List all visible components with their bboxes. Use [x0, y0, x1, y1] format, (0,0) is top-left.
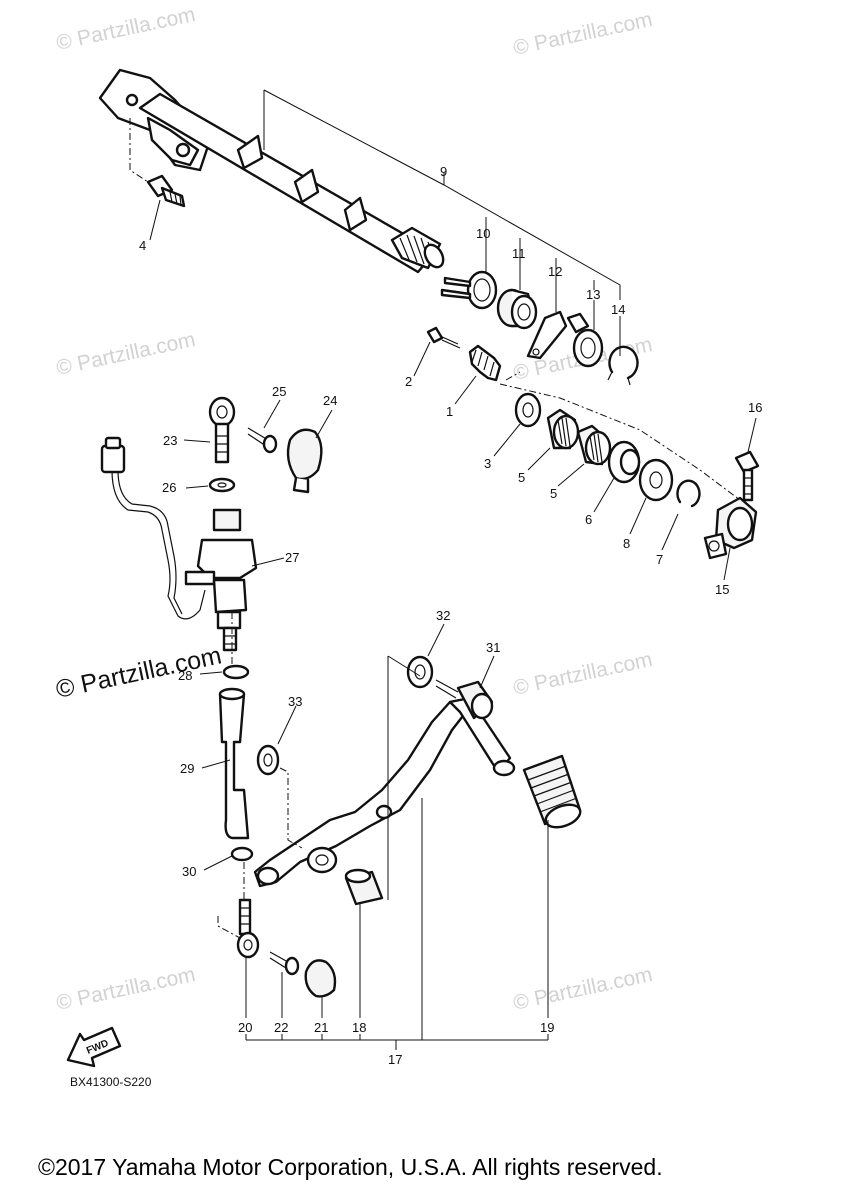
- label-part-31: 31: [486, 640, 500, 655]
- part-labels: 2 1 3 4 5 5 6 7 8 9 10 11 12 13 14 15 16…: [139, 164, 762, 1067]
- label-part-11: 11: [512, 246, 526, 261]
- label-part-3: 3: [484, 456, 491, 471]
- copyright-notice: ©2017 Yamaha Motor Corporation, U.S.A. A…: [38, 1154, 663, 1180]
- bearing-part-5b: [576, 424, 612, 466]
- label-part-21: 21: [314, 1020, 328, 1035]
- label-part-25: 25: [272, 384, 286, 399]
- bearing-part-5a: [546, 408, 580, 450]
- nut-part-30: [230, 846, 254, 862]
- label-part-1: 1: [446, 404, 453, 419]
- label-part-8: 8: [623, 536, 630, 551]
- watermark-layer: © Partzilla.com © Partzilla.com © Partzi…: [53, 3, 654, 1015]
- washer-part-33: [256, 744, 280, 776]
- rubber-part-19: [522, 754, 582, 829]
- bolt-part-25: [247, 427, 278, 454]
- label-part-14: 14: [611, 302, 625, 317]
- rod-end-part-20: [236, 898, 260, 959]
- label-part-30: 30: [182, 864, 196, 879]
- rod-part-29: [218, 687, 250, 840]
- diagram-code: BX41300-S220: [70, 1075, 152, 1089]
- collar-part-11: [496, 288, 538, 330]
- label-part-10: 10: [476, 226, 490, 241]
- watermark-text: © Partzilla.com: [54, 963, 197, 1015]
- fwd-arrow-icon: FWD: [66, 1026, 122, 1068]
- label-part-17: 17: [388, 1052, 402, 1067]
- washer-part-3: [514, 392, 542, 428]
- label-part-12: 12: [548, 264, 562, 279]
- label-part-7: 7: [656, 552, 663, 567]
- label-part-24: 24: [323, 393, 337, 408]
- spring-part-10: [440, 270, 498, 310]
- watermark-dark-text: © Partzilla.com: [53, 641, 224, 703]
- collar-part-18: [344, 868, 384, 906]
- label-part-18: 18: [352, 1020, 366, 1035]
- nut-part-26: [208, 477, 236, 493]
- label-part-4: 4: [139, 238, 146, 253]
- cover-part-21: [304, 959, 337, 998]
- bolt-part-22: [269, 951, 300, 976]
- rod-end-part-23: [208, 396, 236, 464]
- label-part-19: 19: [540, 1020, 554, 1035]
- label-part-33: 33: [288, 694, 302, 709]
- shift-shaft-drawing: [98, 68, 445, 274]
- shift-sensor-part-27: [100, 436, 258, 652]
- watermark-text: © Partzilla.com: [511, 963, 654, 1015]
- label-part-6: 6: [585, 512, 592, 527]
- shift-pedal-part-17: [253, 696, 516, 888]
- spring-part-1: [468, 344, 502, 382]
- label-part-15: 15: [715, 582, 729, 597]
- label-part-5b: 5: [550, 486, 557, 501]
- bolt-part-2: [426, 326, 461, 349]
- label-part-2: 2: [405, 374, 412, 389]
- shift-arm-part-15: [703, 496, 758, 560]
- watermark-text: © Partzilla.com: [511, 648, 654, 700]
- label-part-13: 13: [586, 287, 600, 302]
- label-part-29: 29: [180, 761, 194, 776]
- watermark-text: © Partzilla.com: [54, 328, 197, 380]
- circlip-part-14: [607, 345, 639, 386]
- washer-part-13: [572, 328, 604, 368]
- watermark-text: © Partzilla.com: [511, 8, 654, 60]
- nut-part-28: [222, 664, 250, 680]
- bolt-part-31: [435, 679, 494, 720]
- cover-part-24: [286, 428, 323, 494]
- watermark-text: © Partzilla.com: [54, 3, 197, 55]
- label-part-32: 32: [436, 608, 450, 623]
- label-part-27: 27: [285, 550, 299, 565]
- washer-part-32: [406, 655, 434, 689]
- label-part-16: 16: [748, 400, 762, 415]
- label-part-5a: 5: [518, 470, 525, 485]
- circlip-part-7: [676, 479, 701, 508]
- label-part-26: 26: [162, 480, 176, 495]
- washer-part-8: [638, 458, 674, 502]
- leader-lines: [129, 89, 757, 1050]
- bolt-part-16: [734, 450, 760, 502]
- label-part-20: 20: [238, 1020, 252, 1035]
- oil-seal-part-6: [607, 440, 641, 484]
- label-part-9: 9: [440, 164, 447, 179]
- bolt-part-4: [146, 174, 186, 208]
- label-part-23: 23: [163, 433, 177, 448]
- label-part-22: 22: [274, 1020, 288, 1035]
- lever-part-12: [526, 310, 590, 360]
- label-part-28: 28: [178, 668, 192, 683]
